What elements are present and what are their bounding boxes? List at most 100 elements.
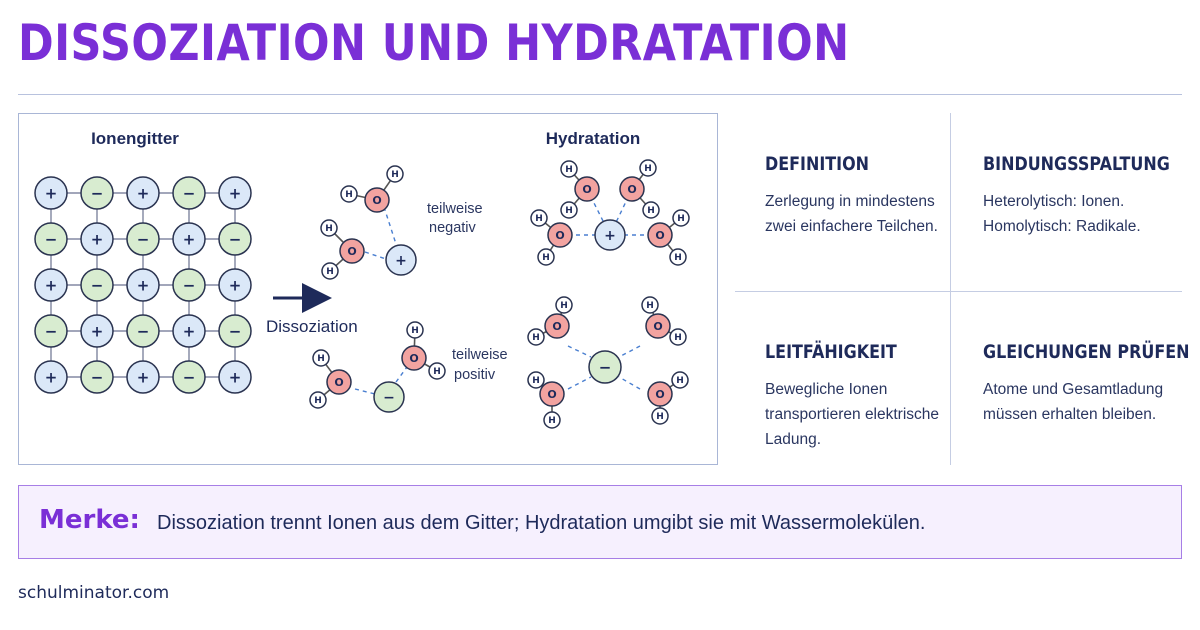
hydration-shell-water-hydrogen: H <box>671 371 689 389</box>
water-molecule-oxygen: O <box>339 238 365 264</box>
title-divider <box>18 94 1182 95</box>
dissociated-anion: − <box>373 381 405 413</box>
dissociation-label: Dissoziation <box>266 317 358 336</box>
lattice-anion: − <box>172 176 206 210</box>
water-molecule-hydrogen: H <box>386 165 404 183</box>
lattice-cation-label: + <box>45 368 58 386</box>
page-title: DISSOZIATION UND HYDRATATION <box>18 14 850 72</box>
note-negative-line1: teilweise <box>427 201 483 217</box>
water-molecule-hydrogen-label: H <box>317 354 325 364</box>
lattice-cation-circle <box>126 268 160 302</box>
lattice-cation-circle <box>126 360 160 394</box>
hydrated-cation-label: + <box>604 228 616 244</box>
lattice-anion-label: − <box>137 322 150 340</box>
hydration-shell-water-oxygen-label: O <box>582 183 591 196</box>
ion-dipole-interaction <box>395 366 408 383</box>
lattice-cation-circle <box>218 176 252 210</box>
water-molecule-hydrogen-label: H <box>391 170 399 180</box>
lattice-cation: + <box>80 222 114 256</box>
hydration-shell-water-hydrogen-circle <box>642 201 660 219</box>
lattice-anion-label: − <box>45 322 58 340</box>
lattice-cation: + <box>126 176 160 210</box>
dissociated-anion-label: − <box>383 390 395 406</box>
hydration-shell-water-hydrogen: H <box>560 160 578 178</box>
hydration-label: Hydratation <box>546 129 640 148</box>
hydration-shell-water-oxygen-label: O <box>552 320 561 333</box>
hydration-shell-water-hydrogen-label: H <box>646 301 654 311</box>
lattice-anion-label: − <box>91 368 104 386</box>
water-molecule-oxygen-circle <box>339 238 365 264</box>
lattice-cation-circle <box>80 222 114 256</box>
water-molecule-hydrogen: H <box>312 349 330 367</box>
lattice-cation-label: + <box>229 276 242 294</box>
water-molecule-hydrogen: H <box>428 362 446 380</box>
hydration-shell-water-hydrogen-label: H <box>548 416 556 426</box>
lattice-cation-circle <box>34 268 68 302</box>
water-molecule-hydrogen: H <box>321 262 339 280</box>
hydration-shell-water-oxygen: O <box>574 176 600 202</box>
lattice-anion-circle <box>126 314 160 348</box>
hydration-shell-water-hydrogen-circle <box>527 371 545 389</box>
hydration-shell-water-hydrogen: H <box>651 407 669 425</box>
hydration-shell-water-hydrogen-label: H <box>532 376 540 386</box>
card-definition: DEFINITION Zerlegung in mindestens zwei … <box>765 153 938 239</box>
hydration-shell-water-hydrogen-label: H <box>676 376 684 386</box>
lattice-cation-label: + <box>45 276 58 294</box>
hydration-shell-water-hydrogen: H <box>560 201 578 219</box>
hydration-shell-water-oxygen-circle <box>619 176 645 202</box>
hydration-shell-water-oxygen-label: O <box>655 229 664 242</box>
card-leitfaehigkeit: LEITFÄHIGKEIT Bewegliche Ionen transport… <box>765 341 939 452</box>
dissociation-hydration-diagram: +−+−+−+−+−+−+−+−+−+−+−+−++OHHOHH−OHHOHH+… <box>34 129 690 429</box>
water-molecule-hydrogen-circle <box>406 321 424 339</box>
ion-dipole-interaction <box>567 345 592 358</box>
lattice-anion-label: − <box>137 230 150 248</box>
hydration-shell-water-oxygen: O <box>647 222 673 248</box>
card-bindungsspaltung: BINDUNGSSPALTUNG Heterolytisch: Ionen. H… <box>983 153 1200 239</box>
card-text: Zerlegung in mindestens zwei einfachere … <box>765 193 938 235</box>
lattice-anion: − <box>126 314 160 348</box>
lattice-cation-circle <box>34 176 68 210</box>
card-text: Bewegliche Ionen transportieren elektris… <box>765 381 940 448</box>
hydration-shell-water-hydrogen-circle <box>669 248 687 266</box>
hydration-shell-water-hydrogen-label: H <box>565 206 573 216</box>
dissociated-anion-circle <box>373 381 405 413</box>
hydration-shell-water-oxygen: O <box>619 176 645 202</box>
lattice-anion: − <box>172 360 206 394</box>
hydration-shell-water-hydrogen-circle <box>672 209 690 227</box>
lattice-cation-circle <box>218 268 252 302</box>
lattice-cation: + <box>126 268 160 302</box>
lattice-cation-label: + <box>137 276 150 294</box>
hydration-shell-water-oxygen-label: O <box>655 388 664 401</box>
hydration-shell-water-hydrogen: H <box>639 159 657 177</box>
water-molecule-hydrogen: H <box>309 391 327 409</box>
hydration-shell-water-hydrogen-label: H <box>674 333 682 343</box>
card-title: GLEICHUNGEN PRÜFEN <box>983 341 1190 363</box>
merke-text: Dissoziation trennt Ionen aus dem Gitter… <box>157 512 926 534</box>
lattice-cation-circle <box>218 360 252 394</box>
water-molecule-oxygen-label: O <box>409 352 418 365</box>
hydration-shell-water-hydrogen-circle <box>639 159 657 177</box>
lattice-cation-circle <box>80 314 114 348</box>
card-title: BINDUNGSSPALTUNG <box>983 153 1170 175</box>
lattice-cation-label: + <box>183 230 196 248</box>
hydration-shell-water-hydrogen-label: H <box>542 253 550 263</box>
lattice-cation-label: + <box>91 230 104 248</box>
note-positive-line2: positiv <box>454 367 496 383</box>
lattice-cation-circle <box>172 314 206 348</box>
hydration-shell-water-hydrogen-circle <box>669 328 687 346</box>
lattice-cation-circle <box>126 176 160 210</box>
hydration-shell-water-hydrogen-label: H <box>535 214 543 224</box>
hydration-shell-water-hydrogen-label: H <box>565 165 573 175</box>
card-text: Atome und Gesamtladung müssen erhalten b… <box>983 381 1164 423</box>
footer-site: schulminator.com <box>18 583 170 603</box>
lattice-anion: − <box>34 222 68 256</box>
water-molecule-hydrogen-label: H <box>325 224 333 234</box>
lattice-cation-label: + <box>91 322 104 340</box>
ion-dipole-interaction <box>618 345 641 358</box>
lattice-label: Ionengitter <box>91 129 179 148</box>
hydration-shell-water-oxygen-circle <box>647 222 673 248</box>
lattice-anion-circle <box>80 176 114 210</box>
hydration-shell-water-oxygen-label: O <box>547 388 556 401</box>
water-molecule-oxygen-label: O <box>347 245 356 258</box>
hydration-shell-water-hydrogen-label: H <box>656 412 664 422</box>
